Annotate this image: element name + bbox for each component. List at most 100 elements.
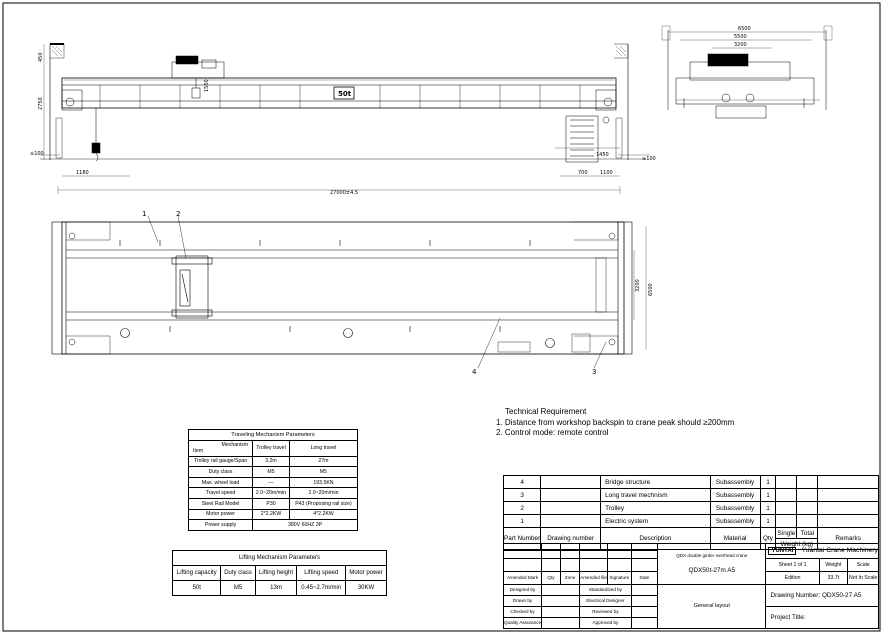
left-end-carriage: [61, 89, 83, 111]
amend-header: Qty: [541, 570, 561, 585]
hook-left: [91, 108, 101, 162]
parts-cell: Electric system: [600, 514, 711, 528]
travel-col-long: Long travel: [288, 439, 359, 457]
dim-right-offset: ≥100: [642, 156, 656, 162]
plan-trolley: [171, 255, 213, 319]
parts-cell: 3: [502, 488, 542, 502]
parts-cell: 4: [502, 475, 542, 489]
lifting-header: Motor power: [345, 565, 387, 581]
dim-plan-trolley-gauge: 3200: [635, 279, 641, 292]
parts-cell: 1: [759, 475, 777, 489]
role-left: Drawn by: [502, 594, 543, 607]
parts-cell: [540, 475, 602, 489]
lifting-header: Lifting speed: [296, 565, 347, 581]
lifting-value: M5: [220, 580, 256, 596]
dim-hook-approach-left: 1180: [76, 170, 89, 176]
travel-cell: 2.0~20m/min: [288, 487, 359, 499]
role-sign: [541, 583, 581, 596]
plan-drive-mid: [343, 328, 353, 338]
product-model: QDX50t-27m A5: [688, 567, 736, 575]
girder-stiffeners: [99, 85, 581, 108]
plan-view: [51, 215, 647, 369]
amend-cell: [541, 550, 561, 559]
callout-4: 4: [472, 368, 477, 376]
role-sign: [541, 594, 581, 607]
weight-value: 33.7t: [818, 570, 849, 585]
parts-row: 3 Long travel mechnism Subassembly 1: [502, 488, 879, 502]
travel-cell: 2.0~20m/min: [252, 487, 290, 499]
travel-row: Motor power 2*2.2KW 4*2.2KW: [187, 508, 359, 521]
role-sign: [541, 616, 581, 630]
scale-label: Scale: [847, 557, 879, 572]
role-sign: [541, 605, 581, 618]
lifting-value: 13m: [254, 580, 298, 596]
parts-cell: Subassembly: [709, 475, 761, 489]
product-name-cell: QDX double girder overhead crane QDX50t-…: [657, 543, 767, 585]
parts-cell: 2: [502, 501, 542, 515]
dim-side-trolley-gauge: 3200: [734, 42, 747, 48]
role-right: Approved by: [579, 616, 632, 630]
plan-panel-a: [497, 341, 531, 353]
dim-plan-wheel-base: 6500: [648, 283, 654, 296]
amend-cell: [606, 542, 632, 552]
amend-header: Date: [630, 570, 659, 585]
travel-power-label: Power supply: [187, 519, 254, 531]
parts-cell: [540, 501, 602, 515]
travel-cell: Steel Rail Model: [187, 497, 254, 510]
dim-hook-approach-right-a: 700: [578, 170, 588, 176]
amend-header: Zone: [559, 570, 581, 585]
technical-requirement-title: Technical Requirement: [505, 407, 587, 416]
travel-cell: 3.2m: [252, 455, 290, 468]
amend-header: Signature: [606, 570, 632, 585]
amend-cell: [579, 550, 608, 559]
general-layout: General layout: [657, 583, 767, 630]
plan-drive-right: [545, 338, 555, 348]
role-right: Electrical Designer: [579, 594, 632, 607]
right-wall: [614, 43, 629, 160]
amend-cell: [541, 542, 561, 552]
amend-cell: [630, 557, 659, 572]
parts-cell: [796, 488, 819, 502]
travel-cell: Travel speed: [187, 487, 254, 499]
dim-left-top: 450: [38, 52, 44, 62]
role-right: Reviewed by: [579, 605, 632, 618]
technical-requirement-item-2: 2. Control mode: remote control: [496, 428, 609, 437]
parts-cell: Bridge structure: [600, 475, 711, 489]
travel-cell: 27m: [288, 455, 359, 468]
travel-corner-cell: Mechanism Item: [187, 439, 254, 457]
side-view: [661, 25, 833, 119]
parts-cell: 1: [759, 488, 777, 502]
parts-cell: [817, 514, 879, 528]
parts-cell: Subassembly: [709, 488, 761, 502]
role-left: Quality Assurance: [502, 616, 543, 630]
role-sign: [630, 594, 659, 607]
lifting-value: 30KW: [345, 580, 387, 596]
parts-cell: [796, 501, 819, 515]
company-name: Yuantai Crane Machinery: [801, 547, 878, 555]
technical-requirement: Technical Requirement 1. Distance from w…: [496, 407, 734, 439]
callout-2: 2: [176, 210, 180, 218]
front-elevation: [40, 43, 650, 194]
role-sign: [630, 583, 659, 596]
travel-cell: P30: [252, 497, 290, 510]
lifting-header: Duty class: [220, 565, 256, 581]
parts-cell: [775, 501, 798, 515]
callout-3: 3: [592, 368, 596, 376]
weight-label: Weight: [818, 557, 849, 572]
parts-row: 2 Trolley Subassembly 1: [502, 501, 879, 515]
plan-railing-posts: [119, 240, 531, 332]
callout-1: 1: [142, 210, 146, 218]
dim-left-offset: ≥100: [30, 151, 44, 157]
capacity-label: 50t: [338, 90, 352, 98]
amend-cell: [630, 542, 659, 552]
travel-row: Trolley rail gauge/Span 3.2m 27m: [187, 455, 359, 468]
travel-table-title: Traveling Mechanism Parameters: [188, 429, 358, 441]
parts-cell: 1: [502, 514, 542, 528]
technical-requirement-item-1: 1. Distance from workshop backspin to cr…: [496, 417, 735, 427]
parts-header-total: Total: [796, 527, 819, 539]
parts-row: 4 Bridge structure Subassembly 1: [502, 475, 879, 489]
parts-cell: [817, 475, 879, 489]
right-end-carriage: [595, 89, 617, 111]
parts-cell: [775, 514, 798, 528]
dim-side-wheel-base: 5500: [734, 34, 747, 40]
